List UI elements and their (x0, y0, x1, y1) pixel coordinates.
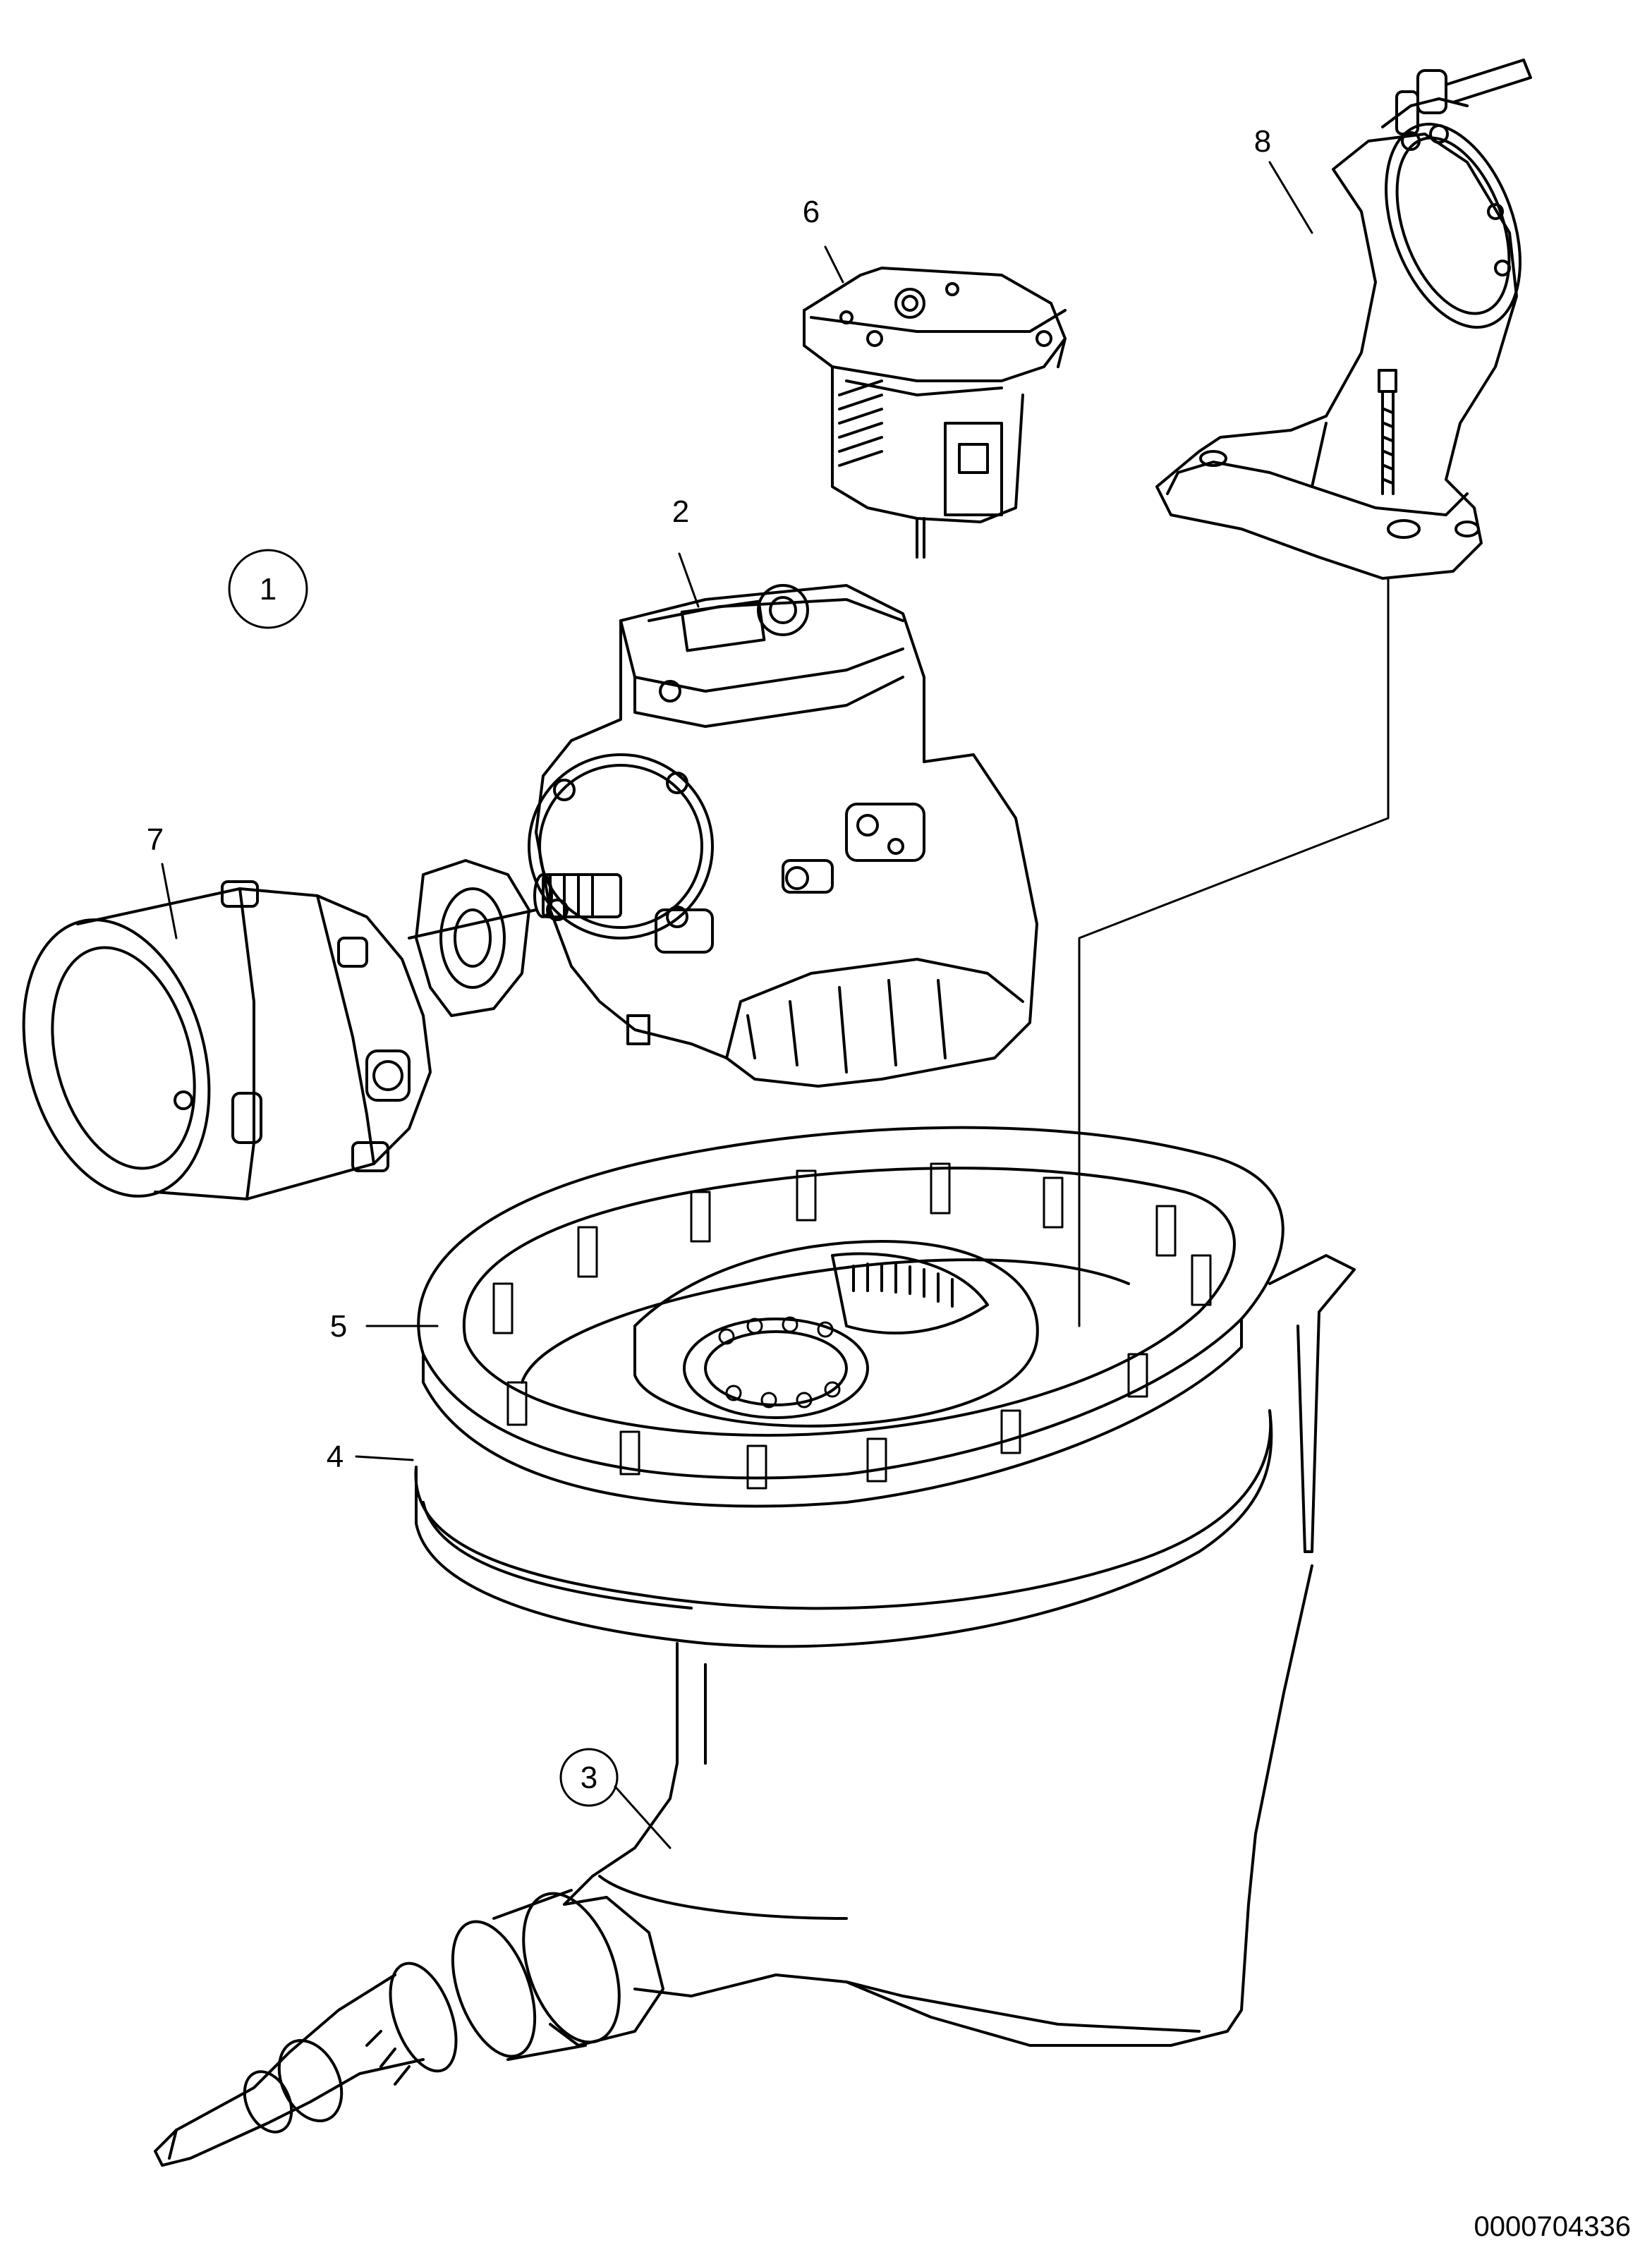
part-8-exhaust-elbow (1155, 59, 1532, 580)
callout-label-2: 2 (672, 494, 689, 529)
leader-lines (161, 161, 1390, 1849)
part-7-bell-housing (22, 859, 537, 1200)
callout-label-6: 6 (803, 195, 820, 229)
part-2-gearbox (528, 584, 1038, 1088)
callout-label-1: 1 (260, 572, 277, 607)
callout-circle-1 (228, 549, 308, 629)
document-id: 0000704336 (1474, 2211, 1631, 2242)
callout-circle-3 (559, 1748, 619, 1807)
part-6-control-module (803, 267, 1067, 559)
part-4-3-drive-housing (154, 1254, 1356, 2167)
callout-label-7: 7 (147, 822, 164, 857)
callout-label-8: 8 (1254, 124, 1271, 159)
part-5-mounting-frame (417, 1126, 1284, 1508)
callout-circles (228, 549, 619, 1807)
callout-label-4: 4 (327, 1440, 344, 1474)
callout-label-5: 5 (330, 1309, 347, 1344)
callout-label-3: 3 (581, 1760, 597, 1795)
